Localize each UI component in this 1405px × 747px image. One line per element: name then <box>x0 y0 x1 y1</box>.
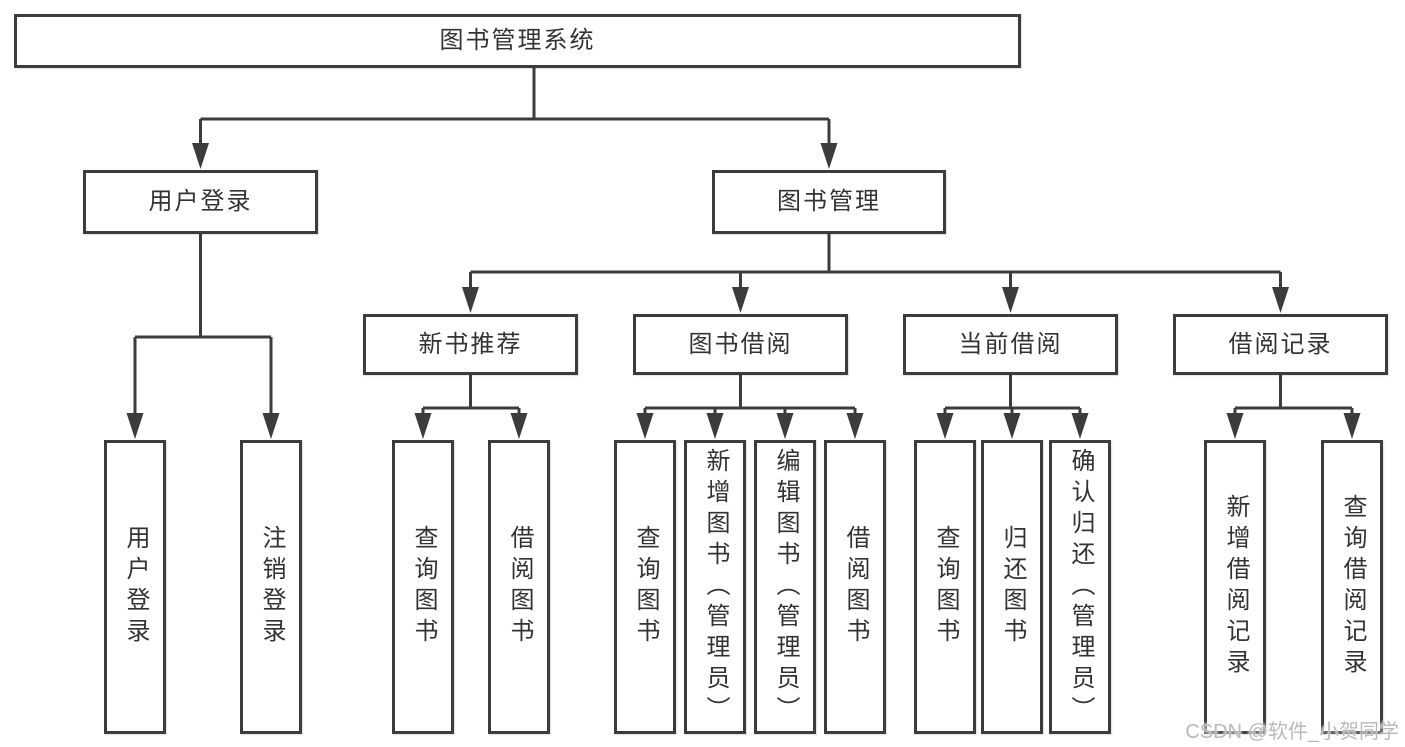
node-rec: 新书推荐 <box>363 314 578 375</box>
arrowhead-rec <box>462 287 479 313</box>
arrowhead-b-add <box>706 413 724 439</box>
node-c-return: 归还图书 <box>981 440 1043 734</box>
node-label-records: 借阅记录 <box>1228 330 1333 358</box>
node-label-rec-query: 查询图书 <box>410 525 437 649</box>
node-b-borrow: 借阅图书 <box>824 440 886 734</box>
node-label-c-confirm: 确认归还（管理员） <box>1067 447 1094 727</box>
node-current: 当前借阅 <box>903 314 1118 375</box>
arrowhead-b-borrow <box>846 413 864 439</box>
arrowhead-records <box>1272 287 1289 313</box>
node-label-r-query: 查询借阅记录 <box>1339 494 1366 680</box>
arrowhead-c-return <box>1003 413 1021 439</box>
connector-root <box>199 68 831 145</box>
node-records: 借阅记录 <box>1173 314 1388 375</box>
arrowhead-current <box>1002 287 1019 313</box>
connector-login <box>133 234 273 415</box>
node-label-rec: 新书推荐 <box>418 330 523 358</box>
node-borrow: 图书借阅 <box>633 314 848 375</box>
node-label-c-query: 查询图书 <box>932 525 959 649</box>
node-label-manage: 图书管理 <box>777 188 881 215</box>
watermark: CSDN @软件_小贺同学 <box>1185 721 1399 743</box>
node-r-query: 查询借阅记录 <box>1321 440 1383 734</box>
arrowhead-user-login <box>126 413 144 439</box>
arrowhead-b-edit <box>776 413 794 439</box>
arrowhead-manage <box>820 143 838 169</box>
arrowhead-c-confirm <box>1071 413 1089 439</box>
node-label-borrow: 图书借阅 <box>688 330 793 358</box>
arrowhead-b-query <box>636 413 654 439</box>
node-label-r-add: 新增借阅记录 <box>1222 494 1249 680</box>
node-rec-borrow: 借阅图书 <box>488 440 550 734</box>
node-login: 用户登录 <box>83 170 318 234</box>
arrowhead-r-query <box>1343 413 1361 439</box>
node-label-b-add: 新增图书（管理员） <box>702 447 729 727</box>
node-user-login: 用户登录 <box>104 440 166 734</box>
connector-rec <box>421 375 521 415</box>
node-label-b-query: 查询图书 <box>632 525 659 649</box>
node-label-c-return: 归还图书 <box>999 525 1026 649</box>
node-label-login: 用户登录 <box>148 188 253 215</box>
arrowhead-rec-query <box>414 413 432 439</box>
node-b-edit: 编辑图书（管理员） <box>754 440 816 734</box>
arrowhead-r-add <box>1226 413 1244 439</box>
node-label-logout: 注销登录 <box>258 525 285 649</box>
arrowhead-login <box>192 143 209 169</box>
node-label-user-login: 用户登录 <box>122 525 149 649</box>
node-label-root: 图书管理系统 <box>439 27 596 54</box>
connector-manage <box>469 234 1282 289</box>
node-manage: 图书管理 <box>712 170 946 234</box>
connector-records <box>1233 375 1354 415</box>
node-rec-query: 查询图书 <box>392 440 454 734</box>
node-r-add: 新增借阅记录 <box>1204 440 1266 734</box>
node-label-b-borrow: 借阅图书 <box>842 525 869 649</box>
arrowhead-c-query <box>936 413 954 439</box>
node-label-b-edit: 编辑图书（管理员） <box>772 447 799 727</box>
node-label-rec-borrow: 借阅图书 <box>506 525 533 649</box>
node-b-add: 新增图书（管理员） <box>684 440 746 734</box>
connector-current <box>943 375 1082 415</box>
arrowhead-borrow <box>732 287 749 313</box>
node-root: 图书管理系统 <box>14 14 1021 68</box>
arrowhead-rec-borrow <box>510 413 528 439</box>
connector-borrow <box>643 375 857 415</box>
node-b-query: 查询图书 <box>614 440 676 734</box>
node-c-confirm: 确认归还（管理员） <box>1049 440 1111 734</box>
node-logout: 注销登录 <box>240 440 302 734</box>
node-label-current: 当前借阅 <box>958 330 1063 358</box>
arrowhead-logout <box>262 413 280 439</box>
node-c-query: 查询图书 <box>914 440 976 734</box>
